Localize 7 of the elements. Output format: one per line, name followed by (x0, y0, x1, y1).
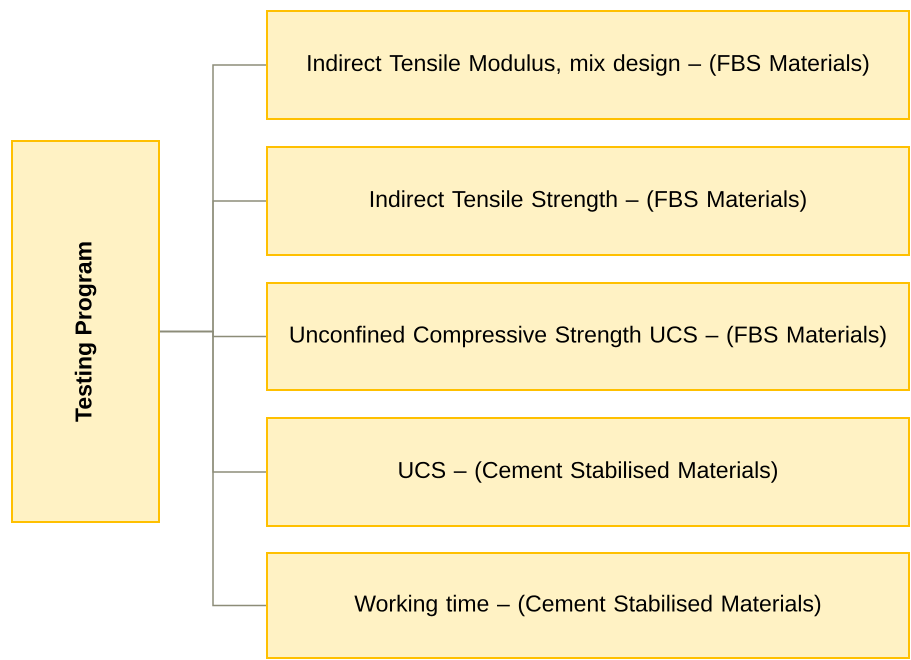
connector (160, 330, 266, 606)
item-box: UCS – (Cement Stabilised Materials) (266, 417, 910, 527)
item-box: Working time – (Cement Stabilised Materials) (266, 552, 910, 659)
category-box: Testing Program (11, 140, 160, 523)
item-box: Indirect Tensile Modulus, mix design – (FBS Materials) (266, 10, 910, 120)
item-box: Unconfined Compressive Strength UCS – (FBS Materials) (266, 282, 910, 391)
item-box: Indirect Tensile Strength – (FBS Materials) (266, 146, 910, 256)
